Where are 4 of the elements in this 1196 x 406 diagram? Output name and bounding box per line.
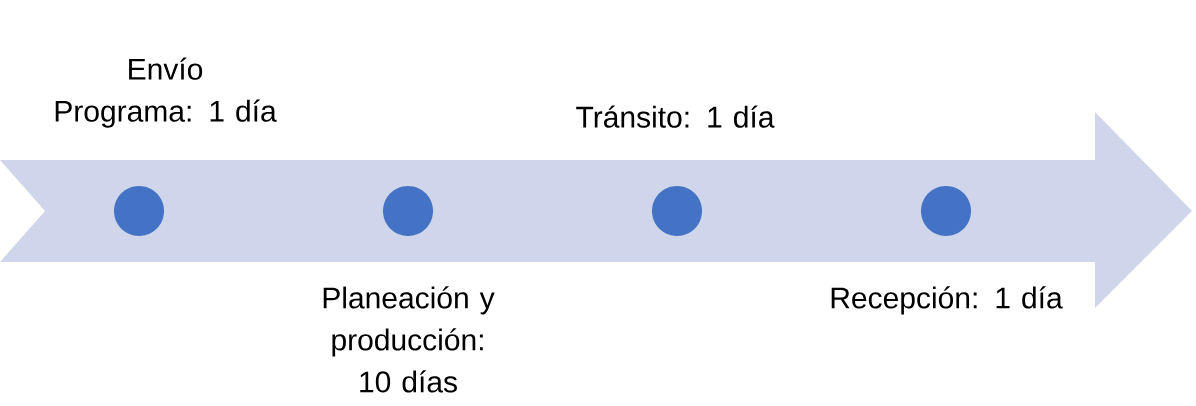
timeline-caption: Tránsito: 1 día: [576, 105, 775, 128]
timeline-caption: Envío Programa: 1 día: [55, 57, 277, 128]
timeline-caption: Recepción: 1 día: [831, 286, 1063, 315]
timeline-caption: Planeación y producción: 10 días: [323, 286, 495, 393]
